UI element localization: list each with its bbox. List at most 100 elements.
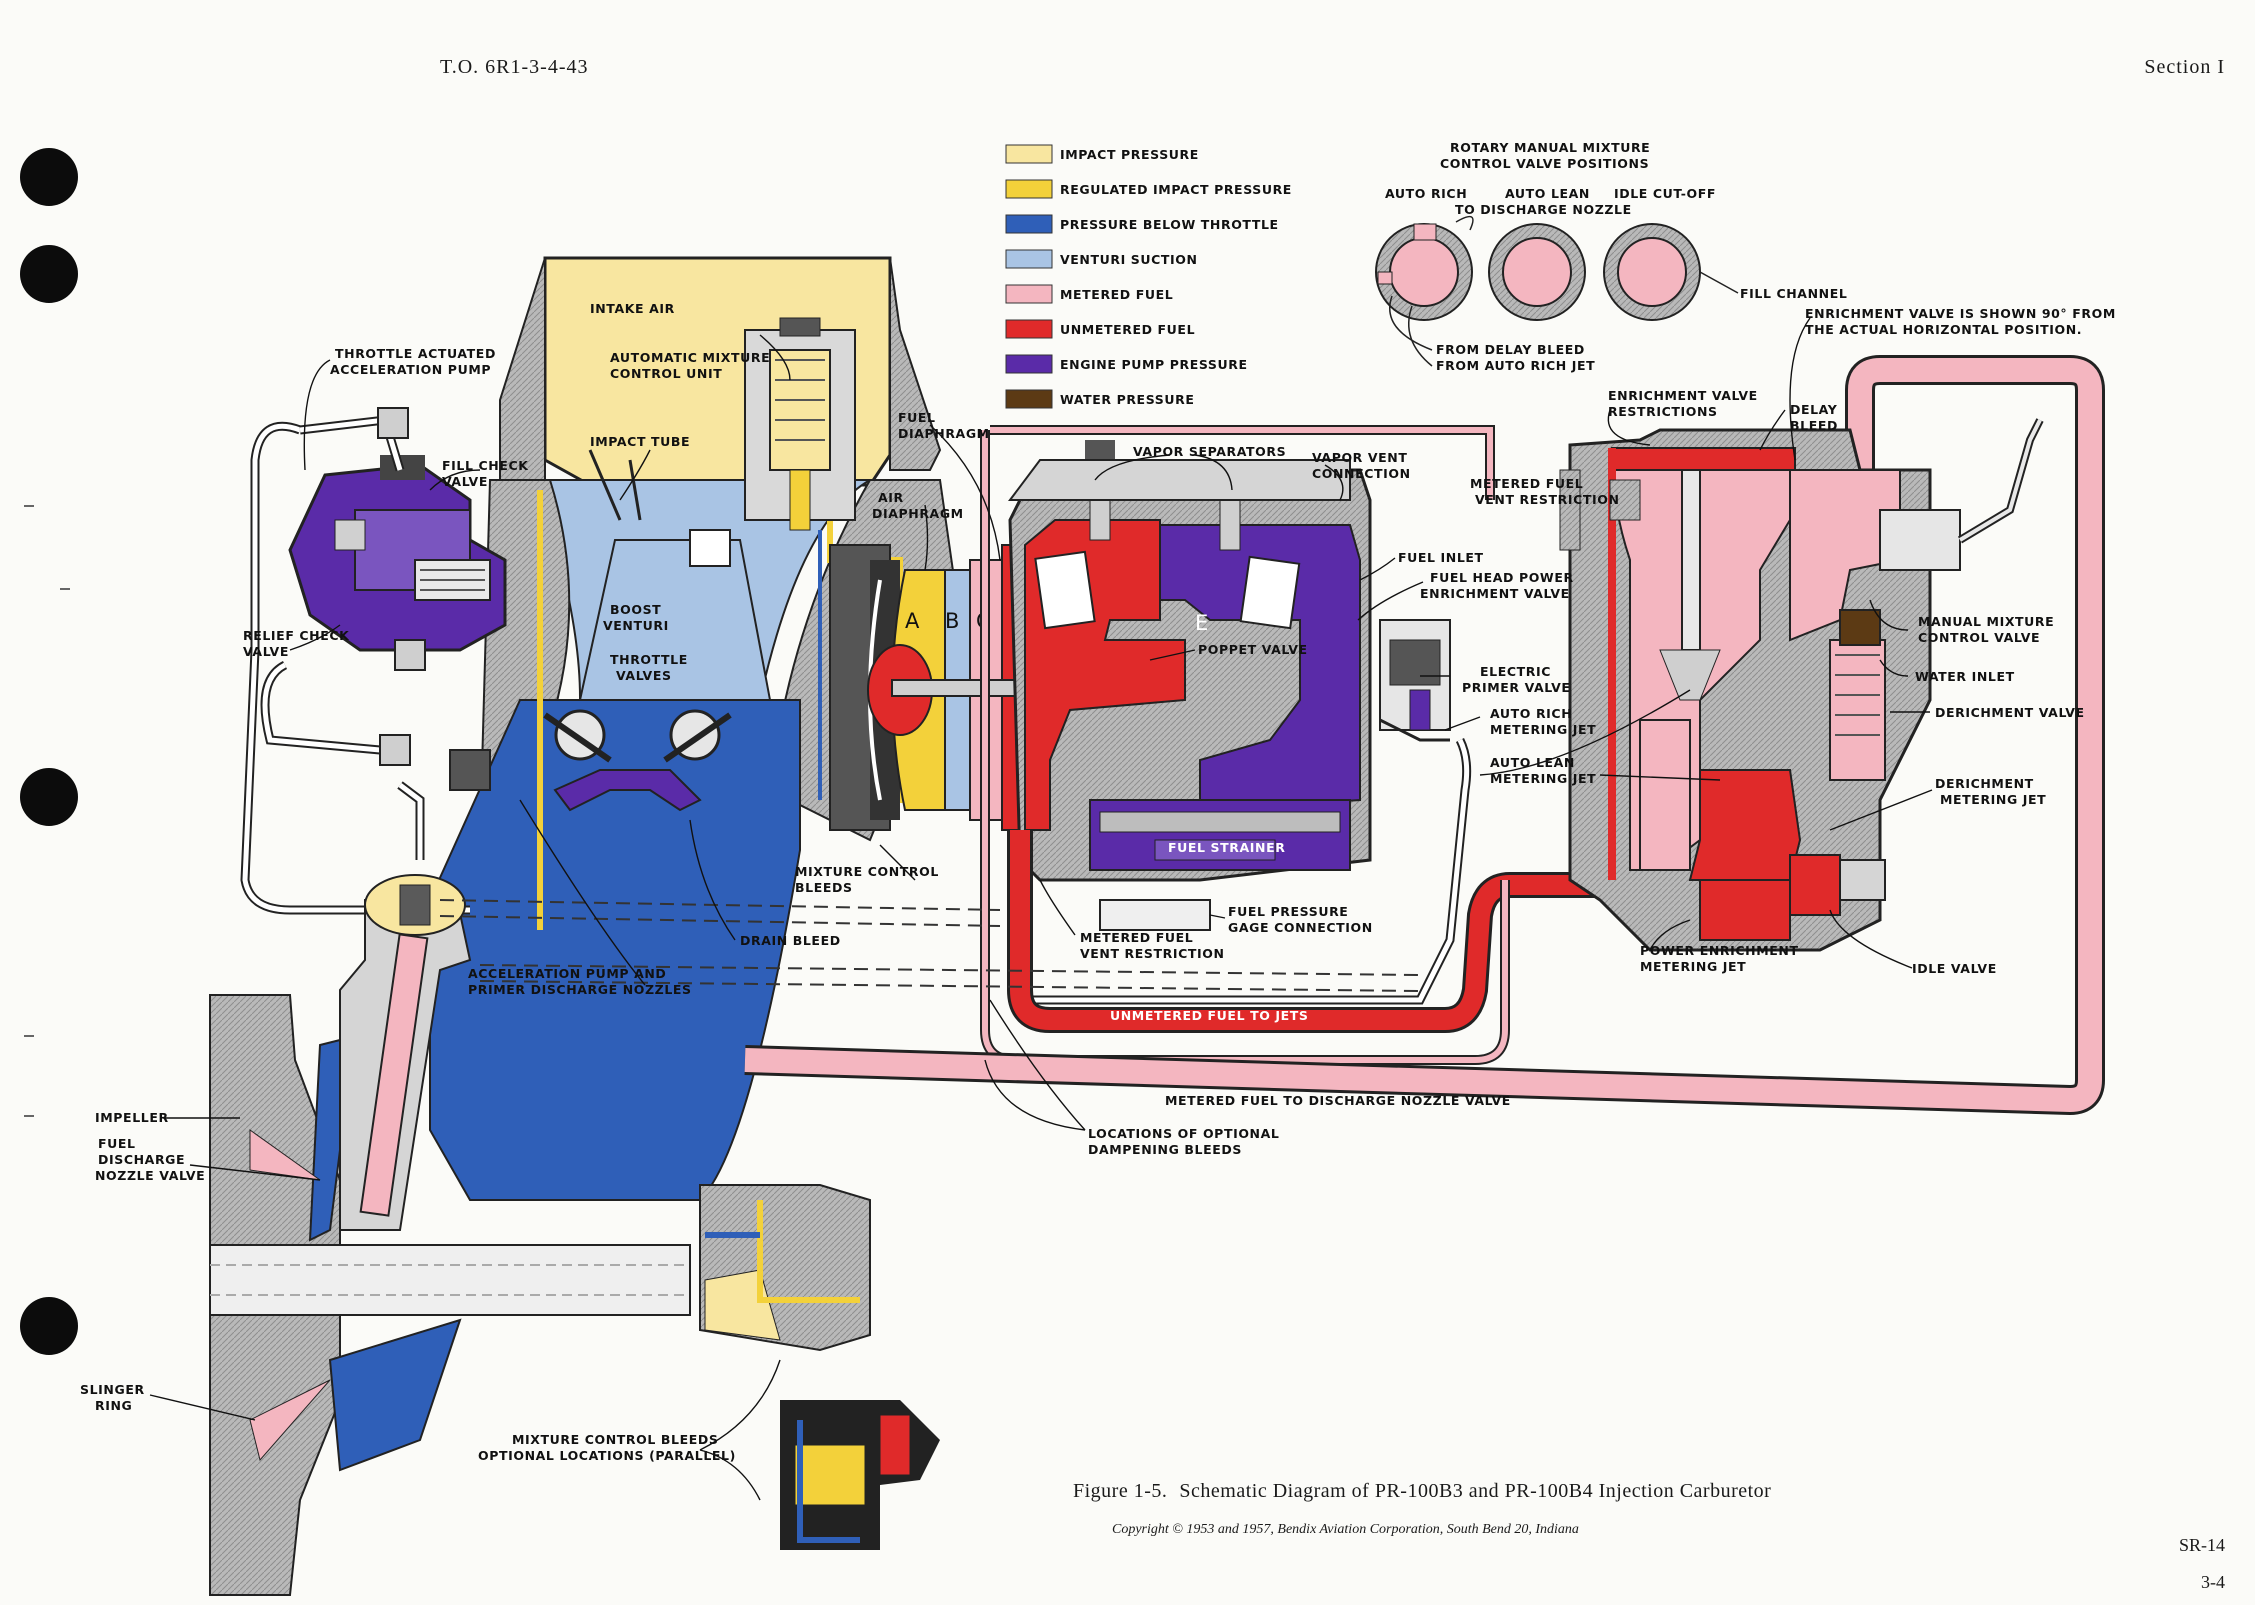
label-air-diaphragm: AIR [878, 490, 904, 505]
label-impeller: IMPELLER [95, 1110, 169, 1125]
unmetered-to-jets-label: UNMETERED FUEL TO JETS [1110, 1008, 1309, 1023]
rotary-position-label: AUTO LEAN [1505, 186, 1590, 201]
label-primer-valve: PRIMER VALVE [1462, 680, 1571, 695]
label-idle-valve: IDLE VALVE [1912, 961, 1997, 976]
doc-number: T.O. 6R1-3-4-43 [440, 56, 589, 78]
label-delay-bleed: DELAY [1790, 402, 1838, 417]
label-power-enrichment: METERING JET [1640, 959, 1746, 974]
legend-label: METERED FUEL [1060, 287, 1173, 302]
margin-tick [24, 1115, 34, 1117]
legend-label: VENTURI SUCTION [1060, 252, 1198, 267]
chamber-b-label: B [945, 609, 960, 633]
label-enrichment-restrictions: ENRICHMENT VALVE [1608, 388, 1758, 403]
rotary-position-label: IDLE CUT-OFF [1614, 186, 1716, 201]
binder-hole [20, 1297, 78, 1355]
chamber-a-label: A [905, 609, 920, 633]
figure-caption: Figure 1-5. Schematic Diagram of PR-100B3… [1073, 1480, 1771, 1503]
margin-tick [24, 505, 34, 507]
legend-label: IMPACT PRESSURE [1060, 147, 1199, 162]
margin-tick [24, 1035, 34, 1037]
label-power-enrichment: POWER ENRICHMENT [1640, 943, 1799, 958]
label-fuel-head: ENRICHMENT VALVE [1420, 586, 1570, 601]
automatic-mixture-control-unit [744, 317, 856, 531]
acceleration-pump [240, 407, 507, 915]
label-metered-vent: VENT RESTRICTION [1475, 492, 1620, 507]
legend-swatch-regulated [1005, 179, 1053, 199]
label-fill-check: FILL CHECK [442, 458, 529, 473]
label-fill-check: VALVE [442, 474, 488, 489]
label-auto-lean-jet: METERING JET [1490, 771, 1596, 786]
electric-primer-valve [1030, 619, 1472, 1005]
label-vapor-separators: VAPOR SEPARATORS [1133, 444, 1286, 459]
label-vapor-vent: VAPOR VENT [1312, 450, 1407, 465]
label-boost-venturi: BOOST [610, 602, 661, 617]
legend-swatch-pump [1005, 354, 1053, 374]
label-water-inlet: WATER INLET [1915, 669, 2015, 684]
label-manual-mixture: MANUAL MIXTURE [1918, 614, 2054, 629]
label-metered-vent-lower: METERED FUEL [1080, 930, 1193, 945]
fill-channel-label: FILL CHANNEL [1740, 286, 1847, 301]
legend-swatch-below-throttle [1005, 214, 1053, 234]
label-fuel-strainer: FUEL STRAINER [1168, 840, 1285, 855]
chamber-e-label: E [1195, 611, 1209, 635]
margin-tick [60, 588, 70, 590]
legend-swatch-impact [1005, 144, 1053, 164]
label-throttle-pump: ACCELERATION PUMP [330, 362, 491, 377]
from-delay-bleed: FROM DELAY BLEED [1436, 342, 1585, 357]
legend-label: UNMETERED FUEL [1060, 322, 1195, 337]
label-auto-lean-jet: AUTO LEAN [1490, 755, 1575, 770]
label-auto-mixture: CONTROL UNIT [610, 366, 722, 381]
figure-number: Figure 1-5. [1073, 1480, 1168, 1502]
throttle-body [429, 256, 962, 1201]
label-relief-check: VALVE [243, 644, 289, 659]
figure-title: Schematic Diagram of PR-100B3 and PR-100… [1179, 1480, 1772, 1502]
binder-hole [20, 245, 78, 303]
sr-number: SR-14 [2178, 1535, 2225, 1555]
label-impact-tube: IMPACT TUBE [590, 434, 690, 449]
label-metered-vent: METERED FUEL [1470, 476, 1583, 491]
label-drain-bleed: DRAIN BLEED [740, 933, 841, 948]
label-derichment-jet: METERING JET [1940, 792, 2046, 807]
legend-swatch-venturi [1005, 249, 1053, 269]
metered-fuel-line: METERED FUEL TO DISCHARGE NOZZLE VALVE [744, 355, 2105, 1116]
label-nozzle-valve: DISCHARGE [98, 1152, 185, 1167]
unmetered-fuel-line: UNMETERED FUEL TO JETS [1007, 830, 1620, 1033]
label-optional-bleeds: OPTIONAL LOCATIONS (PARALLEL) [478, 1448, 736, 1463]
label-manual-mixture: CONTROL VALVE [1918, 630, 2040, 645]
leader-lines [149, 317, 1933, 1501]
label-slinger-ring: RING [95, 1398, 132, 1413]
label-nozzle-valve: NOZZLE VALVE [95, 1168, 205, 1183]
label-slinger-ring: SLINGER [80, 1382, 145, 1397]
label-throttle-valves: VALVES [616, 668, 672, 683]
rotary-title: CONTROL VALVE POSITIONS [1440, 156, 1649, 171]
from-auto-rich-jet: FROM AUTO RICH JET [1436, 358, 1595, 373]
legend-swatch-metered [1005, 284, 1053, 304]
legend-label: WATER PRESSURE [1060, 392, 1194, 407]
binder-hole [20, 148, 78, 206]
label-primer-valve: ELECTRIC [1480, 664, 1551, 679]
label-metered-vent-lower: VENT RESTRICTION [1080, 946, 1225, 961]
label-auto-rich-jet: AUTO RICH [1490, 706, 1572, 721]
fuel-control-body: E [1008, 440, 1372, 882]
label-mixture-bleeds: BLEEDS [795, 880, 853, 895]
label-enrichment-note: ENRICHMENT VALVE IS SHOWN 90° FROM [1805, 306, 2116, 321]
rotary-position-label: AUTO RICH [1385, 186, 1467, 201]
legend-label: REGULATED IMPACT PRESSURE [1060, 182, 1292, 197]
label-delay-bleed: BLEED [1790, 418, 1838, 433]
page-number: 3-4 [2201, 1572, 2225, 1592]
mixture-control-body [1559, 418, 2044, 952]
label-gage-connection: FUEL PRESSURE [1228, 904, 1348, 919]
legend-swatch-water [1005, 389, 1053, 409]
label-gage-connection: GAGE CONNECTION [1228, 920, 1373, 935]
optional-bleed-insets [699, 1184, 940, 1550]
label-poppet-valve: POPPET VALVE [1198, 642, 1308, 657]
label-enrichment-note: THE ACTUAL HORIZONTAL POSITION. [1805, 322, 2082, 337]
label-nozzle-valve: FUEL [98, 1136, 136, 1151]
callout-labels: THROTTLE ACTUATED ACCELERATION PUMP FILL… [80, 301, 2116, 1463]
discharge-nozzle-assembly [209, 874, 691, 1596]
label-throttle-valves: THROTTLE [610, 652, 688, 667]
label-boost-venturi: VENTURI [603, 618, 669, 633]
section-label: Section I [2144, 56, 2225, 78]
label-accel-nozzles: ACCELERATION PUMP AND [468, 966, 666, 981]
